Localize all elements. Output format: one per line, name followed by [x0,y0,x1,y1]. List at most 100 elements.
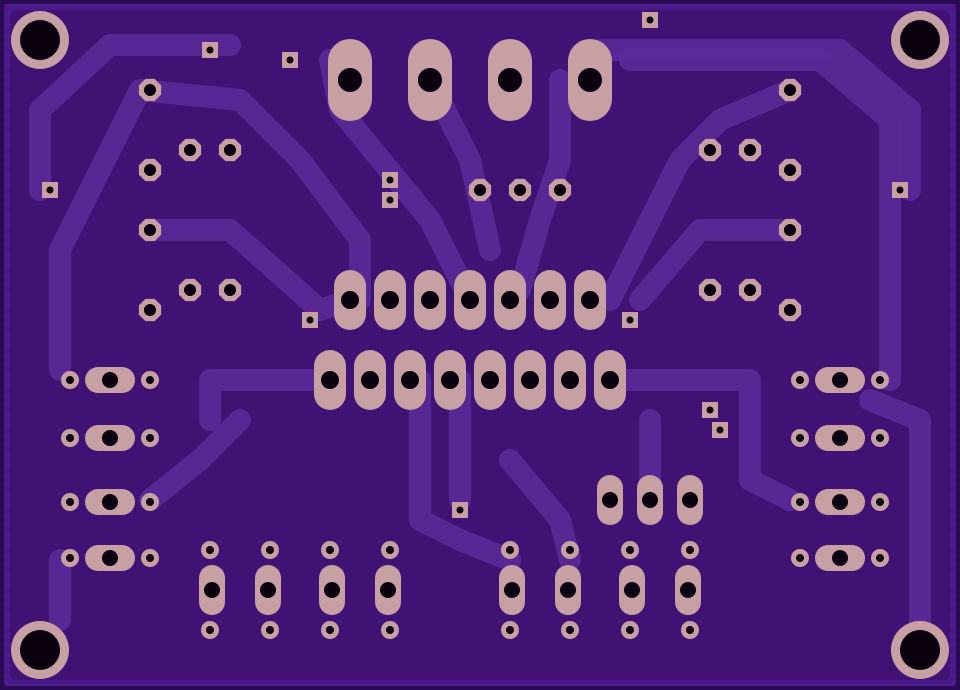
drill-hole-46 [876,434,884,442]
drill-hole-67 [784,84,796,96]
drill-hole-60 [144,164,156,176]
drill-hole-63 [184,144,196,156]
drill-hole-22 [561,371,579,389]
drill-hole-13 [501,291,519,309]
trace-10 [619,49,901,391]
drill-hole-25 [260,582,276,598]
drill-hole-23 [601,371,619,389]
drill-hole-28 [504,582,520,598]
drill-hole-86 [506,546,514,554]
drill-hole-94 [206,46,214,54]
drill-hole-105 [456,506,464,514]
drill-hole-51 [796,498,804,506]
drill-hole-72 [744,144,756,156]
drill-hole-15 [581,291,599,309]
drill-hole-85 [386,626,394,634]
drill-hole-73 [704,284,716,296]
drill-hole-52 [876,498,884,506]
drill-hole-54 [66,554,74,562]
trace-1 [29,34,241,201]
drill-hole-17 [361,371,379,389]
trace-5 [139,409,251,511]
drill-hole-1 [20,20,60,60]
drill-hole-40 [876,376,884,384]
drill-hole-18 [401,371,419,389]
drill-hole-12 [461,291,479,309]
drill-hole-41 [102,430,118,446]
drill-hole-74 [744,284,756,296]
drill-hole-61 [144,224,156,236]
drill-hole-42 [66,434,74,442]
drill-hole-8 [578,68,602,92]
trace-12 [629,219,801,311]
pad-layer [11,11,949,679]
drill-hole-31 [680,582,696,598]
drill-hole-44 [832,430,848,446]
drill-hole-104 [716,426,724,434]
drill-hole-100 [386,196,394,204]
drill-hole-16 [321,371,339,389]
drill-hole-96 [646,16,654,24]
drill-hole-91 [626,626,634,634]
drill-hole-101 [306,316,314,324]
trace-13 [609,369,801,511]
drill-hole-80 [266,546,274,554]
drill-hole-98 [896,186,904,194]
drill-hole-77 [554,184,566,196]
drill-hole-9 [341,291,359,309]
drill-hole-92 [686,546,694,554]
drill-hole-75 [474,184,486,196]
drill-hole-50 [832,494,848,510]
drill-hole-76 [514,184,526,196]
drill-hole-34 [682,492,698,508]
drill-hole-49 [146,498,154,506]
drill-hole-43 [146,434,154,442]
drill-hole-97 [46,186,54,194]
copper-pour-layer [10,10,950,680]
drill-hole-10 [381,291,399,309]
drill-hole-29 [560,582,576,598]
drill-hole-4 [900,630,940,670]
drill-hole-19 [441,371,459,389]
drill-hole-66 [224,284,236,296]
drill-hole-6 [418,68,442,92]
drill-hole-27 [380,582,396,598]
drill-hole-69 [784,224,796,236]
drill-hole-53 [102,550,118,566]
drill-hole-87 [506,626,514,634]
drill-hole-5 [338,68,362,92]
drill-hole-62 [144,304,156,316]
drill-hole-102 [626,316,634,324]
drill-hole-32 [602,492,618,508]
trace-11 [599,79,801,311]
drill-hole-83 [326,626,334,634]
trace-18 [859,389,931,651]
drill-hole-3 [20,630,60,670]
drill-hole-38 [832,372,848,388]
drill-hole-90 [626,546,634,554]
drill-hole-65 [184,284,196,296]
trace-4 [199,369,341,431]
drill-hole-57 [796,554,804,562]
drill-hole-70 [784,304,796,316]
drill-hole-81 [266,626,274,634]
drill-hole-55 [146,554,154,562]
drill-hole-30 [624,582,640,598]
drill-hole-37 [146,376,154,384]
drill-hole-33 [642,492,658,508]
drill-hole-2 [900,20,940,60]
drill-hole-20 [481,371,499,389]
trace-15 [409,369,521,571]
drill-hole-59 [144,84,156,96]
drill-hole-78 [206,546,214,554]
drill-hole-103 [706,406,714,414]
drill-hole-45 [796,434,804,442]
drill-hole-36 [66,376,74,384]
drill-hole-99 [386,176,394,184]
drill-hole-89 [566,626,574,634]
ground-pour [10,10,950,680]
drill-hole-95 [286,56,294,64]
drill-hole-58 [876,554,884,562]
drill-hole-24 [204,582,220,598]
